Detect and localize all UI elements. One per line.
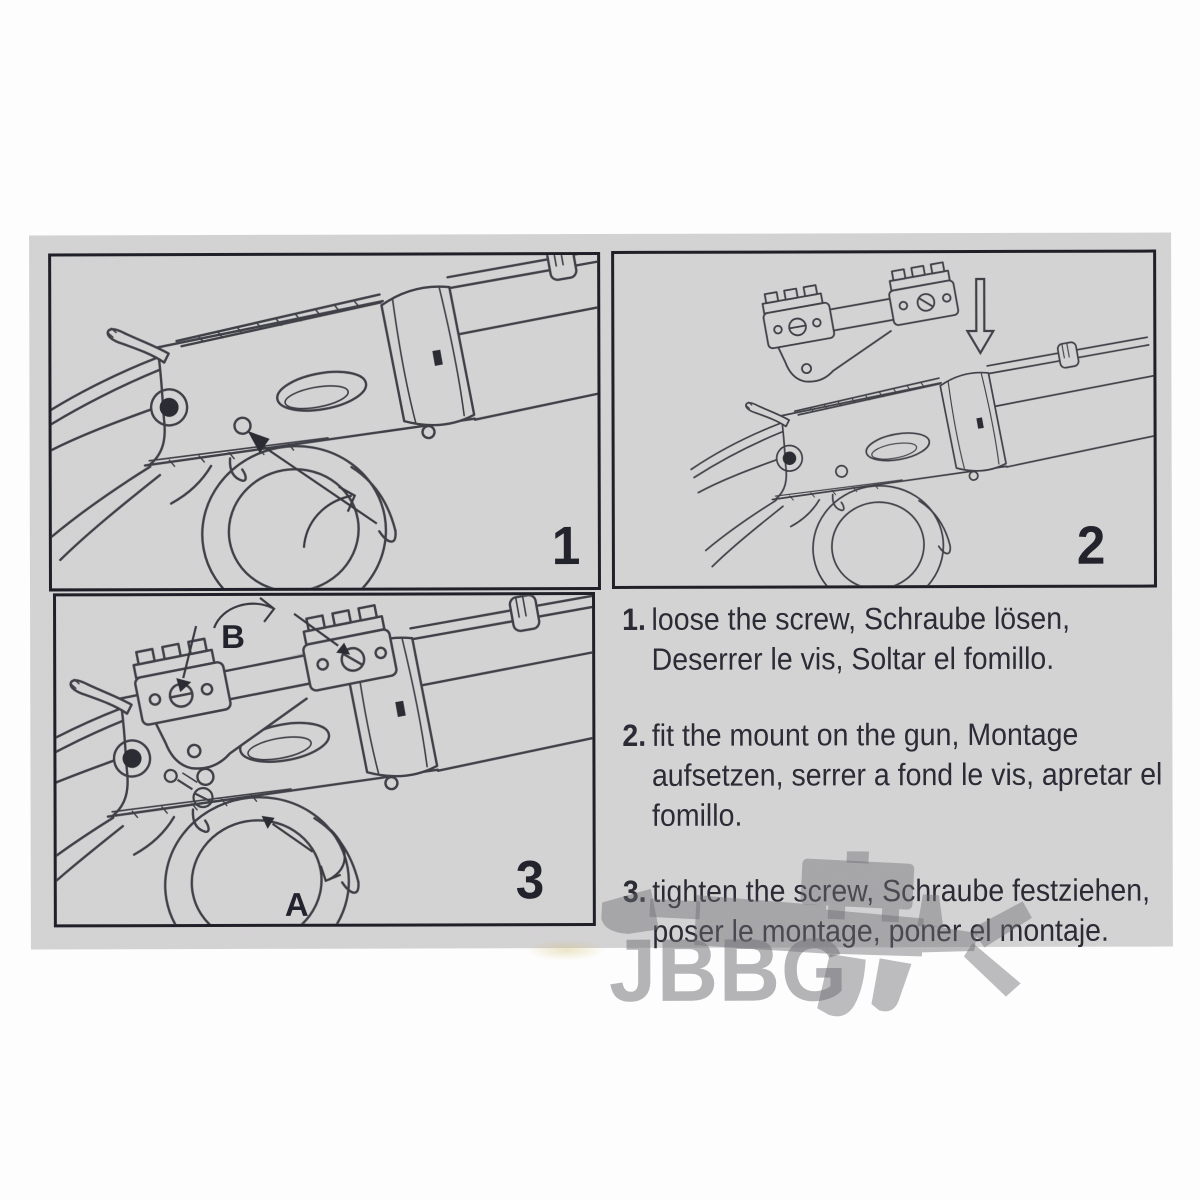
label-a: A (284, 885, 309, 923)
step-2-line-2: aufsetzen, serrer a fond le vis, apretar… (651, 756, 1163, 793)
label-b: B (221, 617, 246, 655)
panel-number-3: 3 (515, 850, 545, 911)
rifle-diagram-step2 (680, 253, 1154, 586)
panel-number-2: 2 (1076, 515, 1106, 576)
down-arrow-icon (965, 277, 996, 356)
step-2-line-1: fit the mount on the gun, Montage (651, 716, 1079, 753)
step-2-number: 2. (622, 717, 647, 753)
step-1-line-1: loose the screw, Schraube lösen, (651, 600, 1071, 637)
watermark-text: JBBG (608, 919, 848, 1020)
rifle-diagram-step1 (51, 255, 598, 589)
diagram-panel-3: B A 3 (53, 592, 596, 928)
step-2: 2. fit the mount on the gun, Montage auf… (622, 714, 1174, 835)
diagram-panel-1: 1 (48, 252, 601, 592)
instruction-card: 1 2 (29, 232, 1174, 1020)
diagram-panel-2: 2 (611, 249, 1157, 589)
panel-number-1: 1 (551, 516, 581, 577)
rifle-diagram-step3 (56, 595, 593, 925)
step-1-line-2: Deserrer le vis, Soltar el fomillo. (651, 640, 1055, 677)
step-1: 1. loose the screw, Schraube lösen, Dese… (622, 598, 1174, 679)
step-1-number: 1. (622, 601, 646, 637)
step-2-line-3: fomillo. (651, 797, 743, 833)
